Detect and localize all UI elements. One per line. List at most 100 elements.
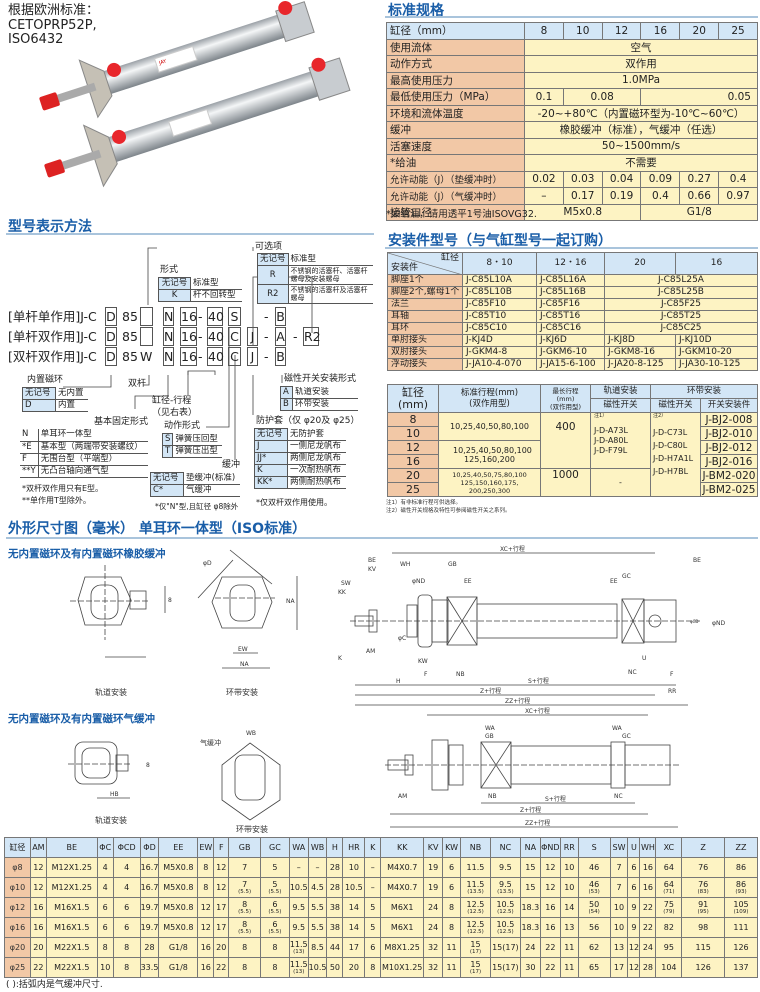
accessory-name: 单肘接头: [387, 334, 463, 347]
dimension-cell: 18.3: [519, 897, 541, 918]
divider: [6, 537, 758, 539]
dimension-cell: 9: [627, 897, 641, 918]
dim-label-nb: NB: [456, 671, 465, 678]
model-code-dash2: -: [264, 309, 269, 324]
mount-note-1: *双杆双作用只有E型。: [22, 484, 104, 493]
dimension-cell: 9: [627, 917, 641, 938]
dimension-cell: 15(17): [460, 957, 491, 978]
spec-value: 0.19: [601, 187, 642, 205]
options-desc: 不锈钢的活塞杆及活塞杆螺母: [288, 284, 373, 304]
dimension-cell: 12: [539, 877, 561, 898]
dimension-cell: 10: [609, 917, 629, 938]
accessory-part-number: J-GKM8-16: [604, 346, 676, 359]
switch-kit: J-BM2-025: [700, 482, 758, 497]
dim-label-c: φC: [398, 635, 406, 642]
dimension-header: HR: [342, 837, 366, 858]
dim-label-s: S+行程: [528, 677, 549, 685]
model-prefix: [单杆双作用]J-C: [8, 329, 97, 344]
rail-mount-end-view: 8 轨道安装: [70, 565, 172, 697]
dimension-value: 8: [242, 900, 248, 909]
dimension-header: XC: [655, 837, 683, 858]
dimension-cell: 7: [228, 857, 262, 878]
spec-value: 0.17: [562, 187, 603, 205]
dimension-cell: 126: [724, 937, 758, 958]
spec-value: 0.02: [524, 170, 564, 188]
model-code-w: [140, 327, 153, 346]
model-code-stroke: 40: [207, 327, 224, 346]
dimension-cell: 7(5.5): [228, 877, 262, 898]
dimension-cell: 98: [681, 917, 725, 938]
rail-note-ref: 注1）: [594, 413, 608, 420]
accessory-part-number: J-C85F25: [604, 298, 758, 311]
accessory-part-number: J-C85T10: [462, 310, 537, 323]
dimension-cell: 5: [364, 897, 382, 918]
dimension-cell: 4: [112, 857, 141, 878]
cushion-note: *仅"N"型,且缸径 φ8除外: [155, 502, 239, 511]
dimension-cell: φ12: [4, 897, 31, 918]
dimension-cell: 19: [423, 857, 444, 878]
stroke-note-2: 注2）磁性开关规格及特性可参阅磁性开关之系列。: [386, 508, 511, 514]
dimension-cell: 19.7: [139, 897, 160, 918]
dimension-header: ΦND: [539, 837, 561, 858]
accessory-name: 脚座2个,螺母1个: [387, 286, 463, 299]
spec-value: 0.05: [640, 88, 758, 106]
boot-desc: 一侧尼龙帆布: [287, 440, 346, 453]
rail-header: 轨道安装: [590, 384, 651, 399]
air-cylinder-side-view: XC+行程 WA GB WA GC AM NB NC S+行程 Z+行程 ZZ+…: [385, 707, 680, 828]
max-unit: (mm): [556, 394, 575, 403]
dimension-header: ΦC: [96, 837, 114, 858]
dimension-cell: 16: [197, 957, 215, 978]
dimension-header: U: [627, 837, 641, 858]
dimension-cell: φ16: [4, 917, 31, 938]
accessory-part-number: J-C85F10: [462, 298, 537, 311]
dimension-cell: 14: [342, 917, 366, 938]
air-cushion-value: (12.5): [467, 929, 484, 935]
accessory-part-number: J-KJ8D: [604, 334, 676, 347]
dimension-cell: 64(71): [655, 877, 683, 898]
dimension-cell: 44: [326, 937, 344, 958]
dimension-cell: 24: [423, 917, 444, 938]
dimension-cell: M22X1.5: [45, 937, 98, 958]
air-cushion-value: (5.5): [238, 929, 252, 935]
air-cushion-value: (13.5): [467, 889, 484, 895]
dim-label-gc: GC: [622, 573, 631, 580]
dimension-cell: 22: [639, 897, 657, 918]
dimension-cell: 8: [228, 957, 262, 978]
switch-mount-desc: 轨道安装: [292, 386, 358, 399]
accessory-part-number: J-GKM10-20: [675, 346, 758, 359]
dimension-cell: 16: [197, 937, 215, 958]
dim-label-xc: XC+行程: [525, 707, 550, 715]
cylinder-product-photo: JAY: [39, 0, 351, 188]
rail-switch-none: -: [590, 468, 651, 497]
spec-value: 50~1500mm/s: [524, 137, 758, 155]
dimension-header: KW: [442, 837, 462, 858]
accessory-name: 双肘接头: [387, 346, 463, 359]
dimension-cell: M8X1.25: [380, 937, 425, 958]
bore-header: 缸径: [402, 385, 424, 399]
dimension-cell: 12.5(12.5): [460, 897, 491, 918]
intro-line-2: CETOPRP52P,: [8, 17, 97, 33]
dimension-cell: M5X0.8: [158, 877, 199, 898]
dimension-cell: 11.5: [460, 857, 491, 878]
accessory-part-number: J-KJ10D: [675, 334, 758, 347]
dimension-value: 15: [470, 960, 481, 969]
kit-header: 开关安装件: [700, 398, 758, 413]
dim-label-nd: φND: [412, 578, 425, 585]
model-code-bore: 16: [180, 307, 197, 326]
options-code: R: [257, 265, 289, 285]
dim-label-be: BE: [693, 557, 701, 564]
boot-desc: 一次耐热帆布: [287, 464, 346, 477]
dimension-header: GB: [228, 837, 262, 858]
dim-label-wb: WB: [246, 730, 256, 737]
dimension-cell: 14: [342, 897, 366, 918]
dimension-cell: 50(54): [577, 897, 611, 918]
model-code-j: J: [247, 327, 258, 346]
cushion-desc: 气缓冲: [183, 484, 240, 497]
dimension-cell: 32: [423, 957, 444, 978]
dim-label-h: H: [396, 678, 401, 685]
dimension-cell: 19.7: [139, 917, 160, 938]
magnet-desc: 无内置: [55, 387, 88, 400]
magnet-code: 无记号: [22, 387, 56, 400]
